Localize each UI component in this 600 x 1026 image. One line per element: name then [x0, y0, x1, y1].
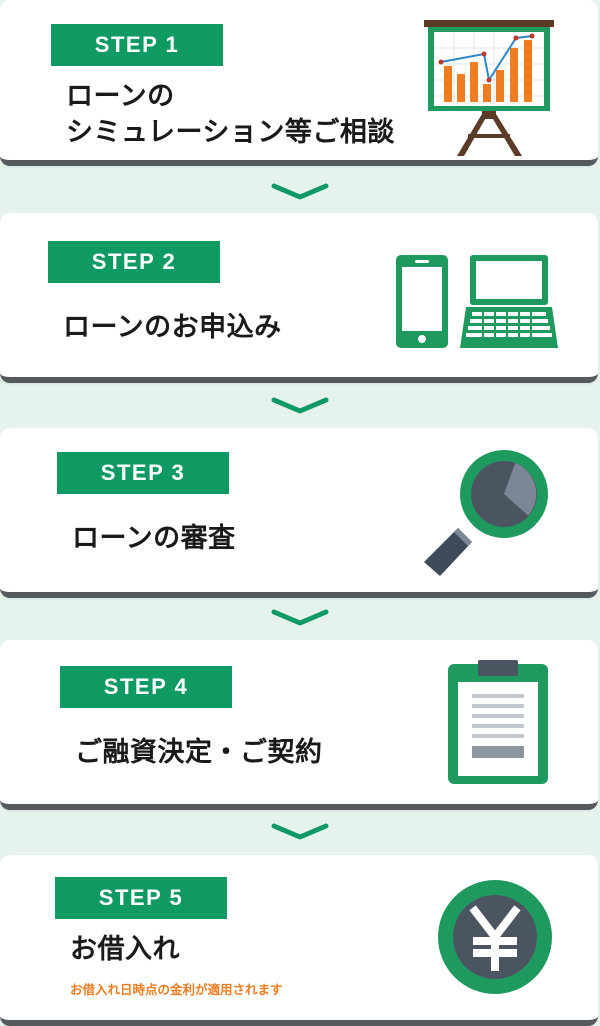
step-5-interest-note: お借入れ日時点の金利が適用されます — [70, 982, 283, 997]
step-4-card: STEP 4 ご融資決定・ご契約 — [0, 640, 598, 810]
chevron-down-icon — [271, 609, 329, 626]
step-5-badge: STEP 5 — [55, 877, 227, 919]
step-3-title: ローンの審査 — [72, 523, 236, 554]
chevron-down-icon — [271, 823, 329, 840]
step-1-title-line1: ローンの — [66, 81, 175, 112]
chevron-down-icon — [271, 397, 329, 414]
yen-coin-icon — [438, 880, 552, 994]
step-1-title-line2: シミュレーション等ご相談 — [66, 117, 395, 148]
step-2-badge: STEP 2 — [48, 241, 220, 283]
step-2-card: STEP 2 ローンのお申込み — [0, 213, 598, 383]
step-1-card: STEP 1 ローンの シミュレーション等ご相談 — [0, 0, 598, 166]
step-3-card: STEP 3 ローンの審査 — [0, 428, 598, 598]
step-5-card: STEP 5 お借入れ お借入れ日時点の金利が適用されます — [0, 855, 598, 1026]
step-4-title: ご融資決定・ご契約 — [75, 737, 323, 768]
presentation-chart-icon — [424, 20, 554, 156]
smartphone-laptop-icon — [396, 255, 558, 348]
magnifying-glass-icon — [424, 450, 548, 576]
step-4-badge: STEP 4 — [60, 666, 232, 708]
step-1-badge: STEP 1 — [51, 24, 223, 66]
chevron-down-icon — [271, 183, 329, 200]
step-3-badge: STEP 3 — [57, 452, 229, 494]
step-2-title: ローンのお申込み — [63, 312, 282, 343]
step-5-title: お借入れ — [70, 934, 180, 965]
clipboard-icon — [448, 660, 548, 784]
